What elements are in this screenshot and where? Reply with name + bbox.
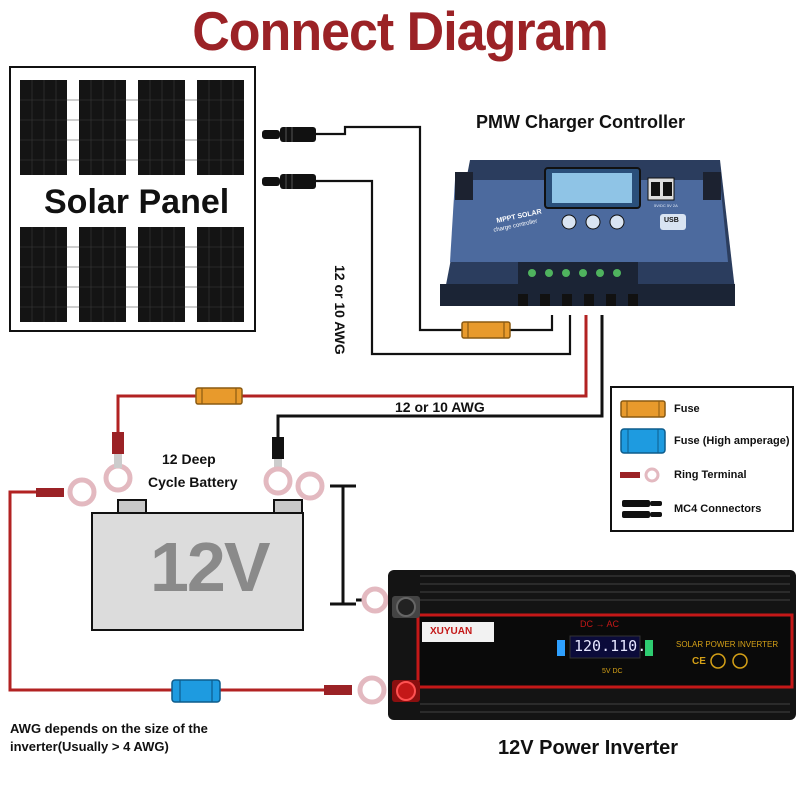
ring-terminal-inverter-negative	[295, 471, 325, 501]
panel-wire-awg-label: 12 or 10 AWG	[332, 265, 348, 355]
inverter-usb-text: 5V DC	[602, 668, 623, 675]
fuse-icon	[620, 400, 666, 418]
legend-item-mc4: MC4 Connectors	[612, 496, 792, 522]
controller-usb-spec: 5V/DC 5V 2A	[654, 203, 678, 208]
fuse-high-amperage-icon	[620, 428, 666, 454]
fuse-battery-positive	[195, 387, 243, 405]
inverter-solar-text: SOLAR POWER INVERTER	[676, 640, 779, 649]
ring-terminal-inverter-positive	[36, 477, 97, 507]
mc4-connector-positive	[262, 127, 316, 142]
charge-controller	[440, 160, 735, 306]
battery	[91, 499, 304, 631]
inverter-top-text: DC → AC	[580, 619, 620, 629]
page-title: Connect Diagram	[192, 1, 609, 63]
inverter-brand: XUYUAN	[430, 626, 473, 637]
legend: Fuse Fuse (High amperage) Ring Terminal …	[610, 386, 794, 532]
legend-label-fuse-high: Fuse (High amperage)	[674, 435, 790, 447]
ring-terminal-icon	[620, 467, 660, 483]
battery-voltage: 12V	[150, 528, 271, 606]
legend-item-ring-terminal: Ring Terminal	[612, 462, 792, 488]
ring-terminal-controller-positive	[103, 432, 133, 493]
mc4-connector-icon	[622, 500, 662, 518]
battery-label-line2: Cycle Battery	[148, 474, 238, 490]
legend-label-ring-terminal: Ring Terminal	[674, 469, 747, 481]
fuse-panel	[461, 321, 511, 339]
inverter-display: 120.110.	[574, 637, 647, 655]
controller-label: PMW Charger Controller	[476, 112, 686, 132]
legend-item-fuse: Fuse	[612, 396, 792, 422]
battery-label-line1: 12 Deep	[162, 451, 216, 467]
inverter-ce-mark: CE	[692, 656, 706, 667]
awg-note-line2: inverter(Usually > 4 AWG)	[10, 739, 169, 754]
solar-panel-label: Solar Panel	[42, 183, 232, 222]
mc4-connector-negative	[262, 174, 316, 189]
power-inverter	[388, 570, 796, 720]
inverter-label: 12V Power Inverter	[498, 737, 679, 759]
legend-item-fuse-high: Fuse (High amperage)	[612, 428, 792, 454]
ring-terminal-controller-negative	[263, 437, 293, 496]
awg-note-line1: AWG depends on the size of the	[10, 721, 208, 736]
legend-label-fuse: Fuse	[674, 403, 700, 415]
battery-wire-awg-label: 12 or 10 AWG	[395, 399, 485, 415]
legend-label-mc4: MC4 Connectors	[674, 503, 762, 515]
controller-usb-label: USB	[664, 217, 679, 224]
fuse-high-amperage	[171, 679, 221, 703]
